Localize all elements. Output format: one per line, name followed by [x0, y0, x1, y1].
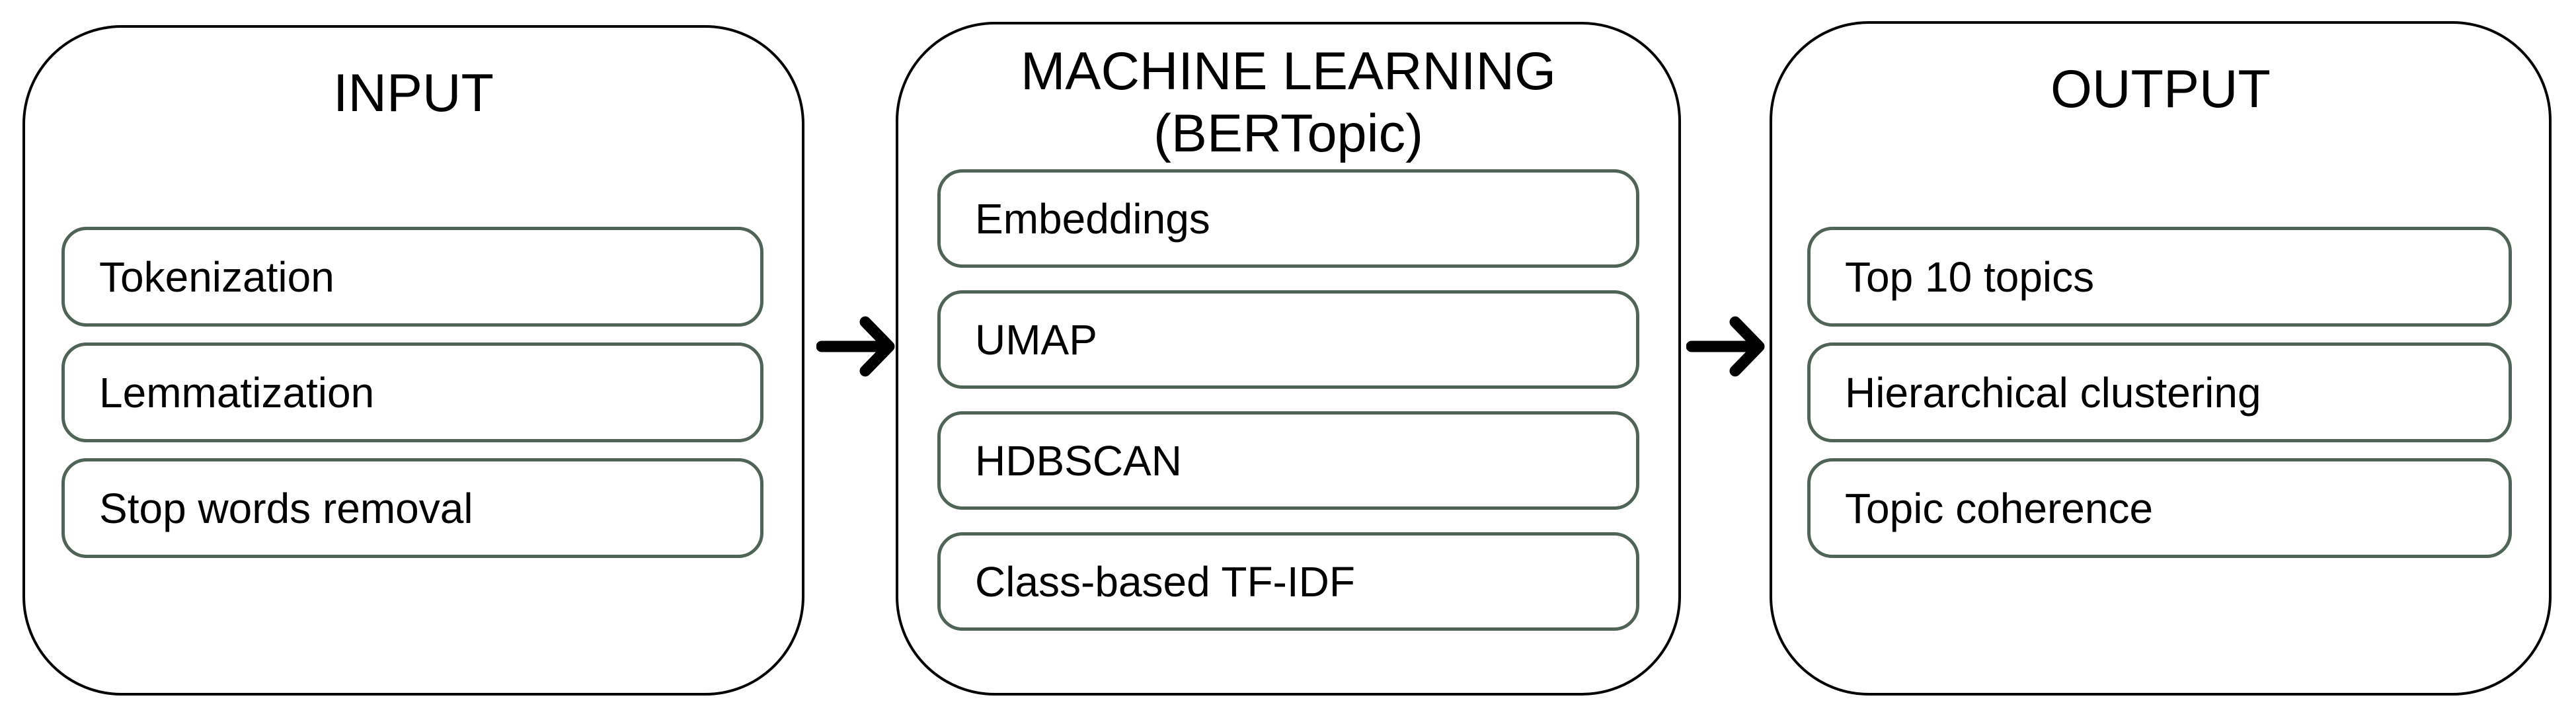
panel-machine-learning-title: MACHINE LEARNING (BERTopic)	[898, 40, 1678, 165]
step-label: Class-based TF-IDF	[975, 557, 1355, 606]
panel-machine-learning: MACHINE LEARNING (BERTopic) Embeddings U…	[896, 22, 1681, 696]
arrow-right-icon	[1686, 316, 1765, 377]
panel-input: INPUT Tokenization Lemmatization Stop wo…	[22, 25, 804, 696]
step-class-based-tf-idf: Class-based TF-IDF	[937, 532, 1639, 631]
step-lemmatization: Lemmatization	[61, 342, 763, 442]
step-topic-coherence: Topic coherence	[1807, 458, 2512, 558]
panel-output: OUTPUT Top 10 topics Hierarchical cluste…	[1770, 21, 2552, 696]
panel-input-title-text: INPUT	[333, 63, 494, 123]
step-label: Tokenization	[99, 253, 334, 301]
step-label: HDBSCAN	[975, 436, 1182, 485]
step-label: Top 10 topics	[1845, 253, 2095, 301]
step-label: Lemmatization	[99, 368, 375, 417]
step-label: Topic coherence	[1845, 484, 2154, 532]
step-label: UMAP	[975, 315, 1097, 364]
panel-output-title-text: OUTPUT	[2050, 60, 2271, 119]
step-umap: UMAP	[937, 290, 1639, 389]
step-top-10-topics: Top 10 topics	[1807, 227, 2512, 327]
panel-input-title: INPUT	[25, 62, 802, 124]
panel-output-title: OUTPUT	[1772, 58, 2549, 120]
panel-machine-learning-subtitle-text: (BERTopic)	[1153, 104, 1424, 163]
step-embeddings: Embeddings	[937, 169, 1639, 268]
step-label: Hierarchical clustering	[1845, 368, 2261, 417]
step-label: Embeddings	[975, 194, 1210, 243]
step-hierarchical-clustering: Hierarchical clustering	[1807, 342, 2512, 442]
step-label: Stop words removal	[99, 484, 473, 532]
step-tokenization: Tokenization	[61, 227, 763, 327]
step-stop-words-removal: Stop words removal	[61, 458, 763, 558]
step-hdbscan: HDBSCAN	[937, 411, 1639, 510]
arrow-right-icon	[816, 316, 895, 377]
panel-machine-learning-title-text: MACHINE LEARNING	[1020, 42, 1557, 101]
